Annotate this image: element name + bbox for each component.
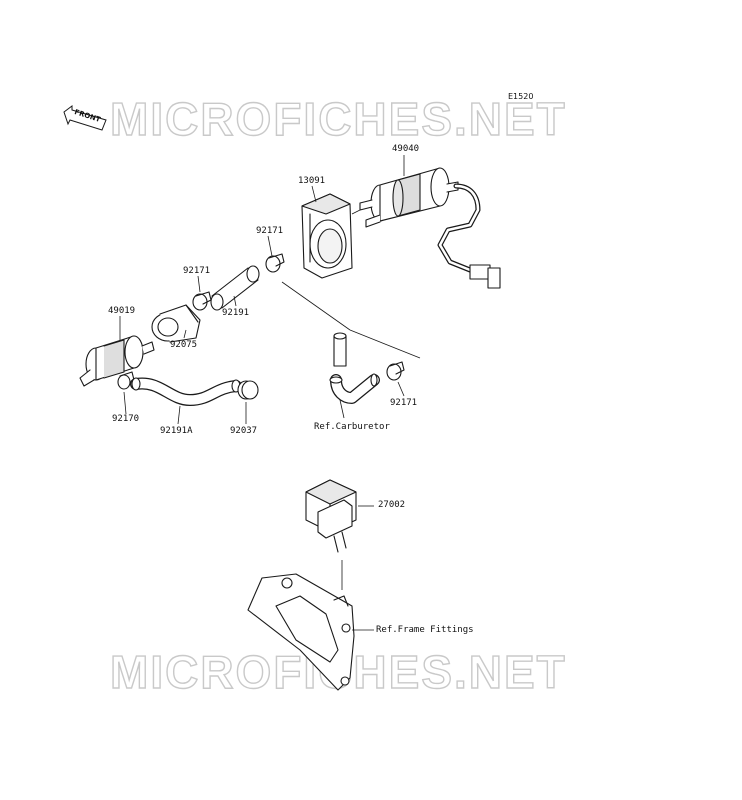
part-label-92171-upper: 92171 [256, 226, 284, 236]
watermark-top: MICROFICHES.NET [109, 92, 567, 145]
clamp-92170 [117, 371, 135, 390]
holder-92075 [151, 304, 201, 343]
fuel-pump-49040 [359, 167, 501, 289]
part-label-92171-lower: 92171 [390, 398, 418, 408]
part-label-49019: 49019 [108, 306, 136, 316]
part-label-92171-middle: 92171 [183, 266, 211, 276]
leader-lines [119, 155, 421, 631]
part-label-92191: 92191 [222, 308, 250, 318]
front-arrow-icon: FRONT [62, 104, 108, 132]
part-label-13091: 13091 [298, 176, 326, 186]
frame-bracket [247, 573, 355, 691]
diagram-code: E1520 [508, 92, 534, 101]
relay-27002 [305, 479, 357, 553]
part-label-92037: 92037 [230, 426, 258, 436]
part-label-92170: 92170 [112, 414, 140, 424]
clamp-92171-lower [386, 361, 405, 381]
ref-frame-fittings-label: Ref.Frame Fittings [376, 625, 474, 635]
clamp-92171-upper [265, 253, 285, 273]
ref-carburetor-label: Ref.Carburetor [314, 422, 390, 432]
hose-92191a [130, 377, 242, 406]
clamp-92037 [237, 380, 259, 400]
hose-92191 [210, 265, 260, 311]
part-label-49040: 49040 [392, 144, 420, 154]
holder-13091 [301, 193, 353, 279]
part-label-27002: 27002 [378, 500, 406, 510]
fuel-filter-49019 [79, 335, 155, 387]
part-label-92191a: 92191A [160, 426, 193, 436]
clamp-92171-middle [192, 291, 212, 311]
part-label-92075: 92075 [170, 340, 198, 350]
carburetor-hose [329, 332, 380, 404]
